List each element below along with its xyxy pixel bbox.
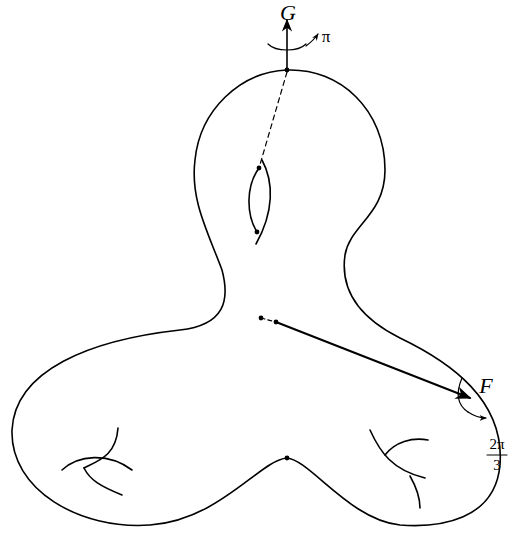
axis-name: F	[479, 375, 492, 397]
axis-name: G	[280, 2, 296, 24]
rotation-angle: 3	[493, 458, 501, 473]
rotation-angle: π	[322, 28, 331, 45]
rotation-angle: 2π	[489, 437, 504, 452]
